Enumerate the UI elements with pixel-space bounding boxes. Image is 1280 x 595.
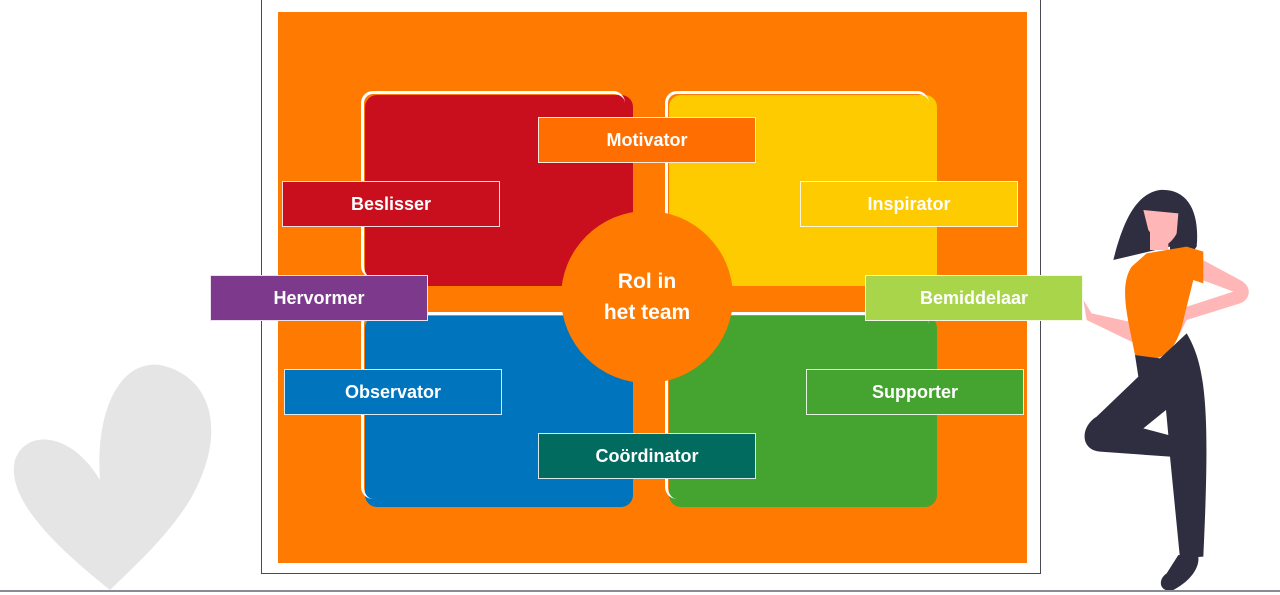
role-coordinator: Coördinator (538, 433, 756, 479)
heart-decoration-icon (13, 364, 212, 590)
ground-line (0, 590, 1280, 592)
role-observator: Observator (284, 369, 502, 415)
center-line-2: het team (603, 301, 691, 324)
center-line-1: Rol in (617, 270, 677, 293)
role-inspirator: Inspirator (800, 181, 1018, 227)
role-hervormer: Hervormer (210, 275, 428, 321)
center-circle: Rol in het team (561, 211, 733, 383)
woman-illustration-icon (1083, 189, 1249, 591)
role-bemiddelaar: Bemiddelaar (865, 275, 1083, 321)
role-supporter: Supporter (806, 369, 1024, 415)
role-motivator: Motivator (538, 117, 756, 163)
role-beslisser: Beslisser (282, 181, 500, 227)
